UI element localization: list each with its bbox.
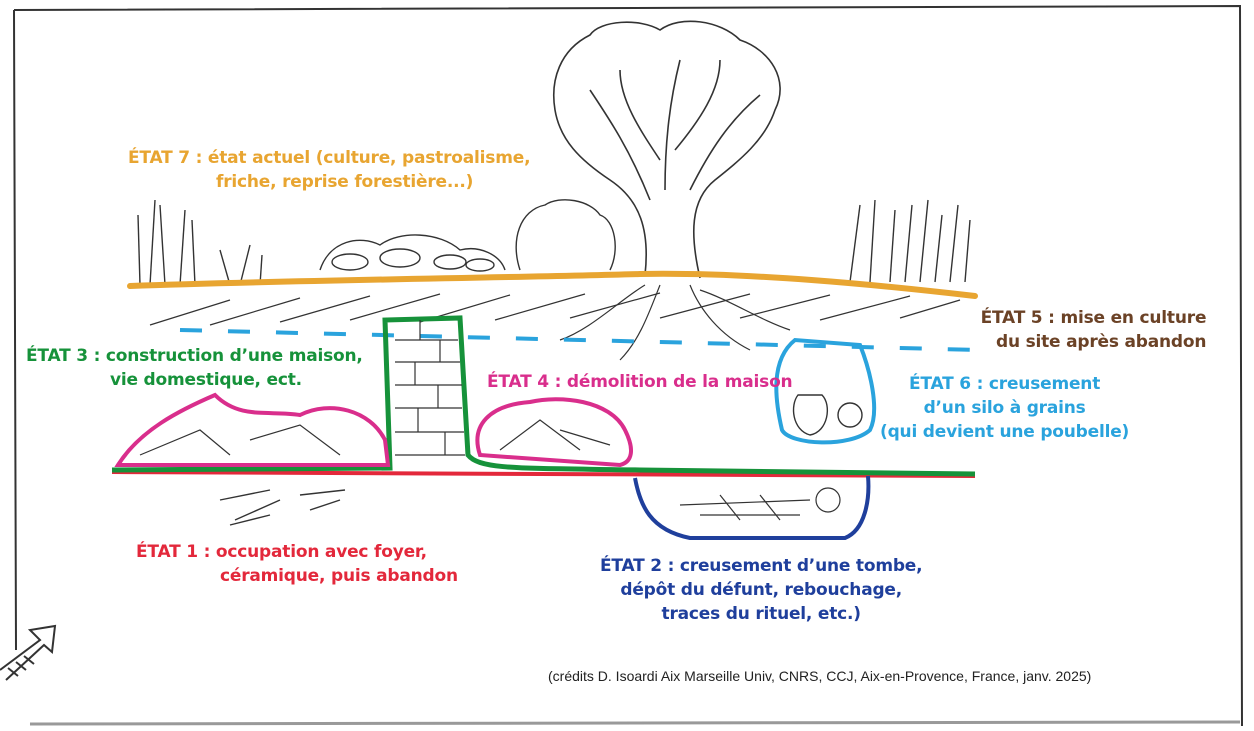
etat2-line3: traces du rituel, etc.) [661,604,862,624]
etat1-line1: ÉTAT 1 : occupation avec foyer, [136,542,427,562]
etat2-grave-outline [633,475,871,540]
etat3-line2: vie domestique, ect. [110,370,302,390]
etat6-line2: d’un silo à grains [923,398,1086,418]
etat2-line2: dépôt du défunt, rebouchage, [620,580,903,600]
arrow-icon [0,624,57,681]
etat6-line3: (qui devient une poubelle) [880,422,1130,442]
tree-icon [553,20,781,279]
etat5-line1: ÉTAT 5 : mise en culture [980,308,1207,328]
etat2-line1: ÉTAT 2 : creusement d’une tombe, [600,556,923,576]
roots-icon [559,284,791,361]
etat4-label: ÉTAT 4 : démolition de la maison [487,370,793,394]
etat7-label: ÉTAT 7 : état actuel (culture, pastroali… [128,146,531,194]
etat5-label: ÉTAT 5 : mise en culture du site après a… [978,306,1207,354]
stone-rubble-icon [319,234,506,272]
etat6-line1: ÉTAT 6 : creusement [909,374,1101,394]
etat3-line1: ÉTAT 3 : construction d’une maison, [26,346,363,366]
credits-text: (crédits D. Isoardi Aix Marseille Univ, … [548,668,1092,684]
etat4-heap-left [114,392,391,467]
wall-icon [395,320,465,456]
etat6-label: ÉTAT 6 : creusement d’un silo à grains (… [880,372,1129,444]
etat6-dashed-line [179,328,981,352]
etat3-label: ÉTAT 3 : construction d’une maison, vie … [26,344,363,392]
etat1-ground-line [111,470,976,478]
etat7-line1: ÉTAT 7 : état actuel (culture, pastroali… [128,148,531,168]
page-border [13,4,1243,727]
etat7-line2: friche, reprise forestière...) [216,172,474,192]
etat4-line1: ÉTAT 4 : démolition de la maison [487,372,793,392]
etat4-heap-right [475,397,633,468]
pot-icon [792,394,863,436]
bone-icon [219,489,346,526]
etat6-silo-outline [774,337,877,445]
grass-icon [137,199,971,286]
bush-icon [515,199,616,271]
page-border-bottom [29,720,1241,726]
etat3-floor-line [111,315,976,477]
etat1-label: ÉTAT 1 : occupation avec foyer, céramiqu… [136,540,458,588]
etat5-line2: du site après abandon [996,332,1207,352]
etat2-label: ÉTAT 2 : creusement d’une tombe, dépôt d… [600,554,923,626]
etat7-surface-line [127,270,978,299]
etat1-line2: céramique, puis abandon [220,566,458,586]
skeleton-icon [679,487,841,521]
rubble-icon [139,419,611,456]
plough-lines [149,292,961,326]
